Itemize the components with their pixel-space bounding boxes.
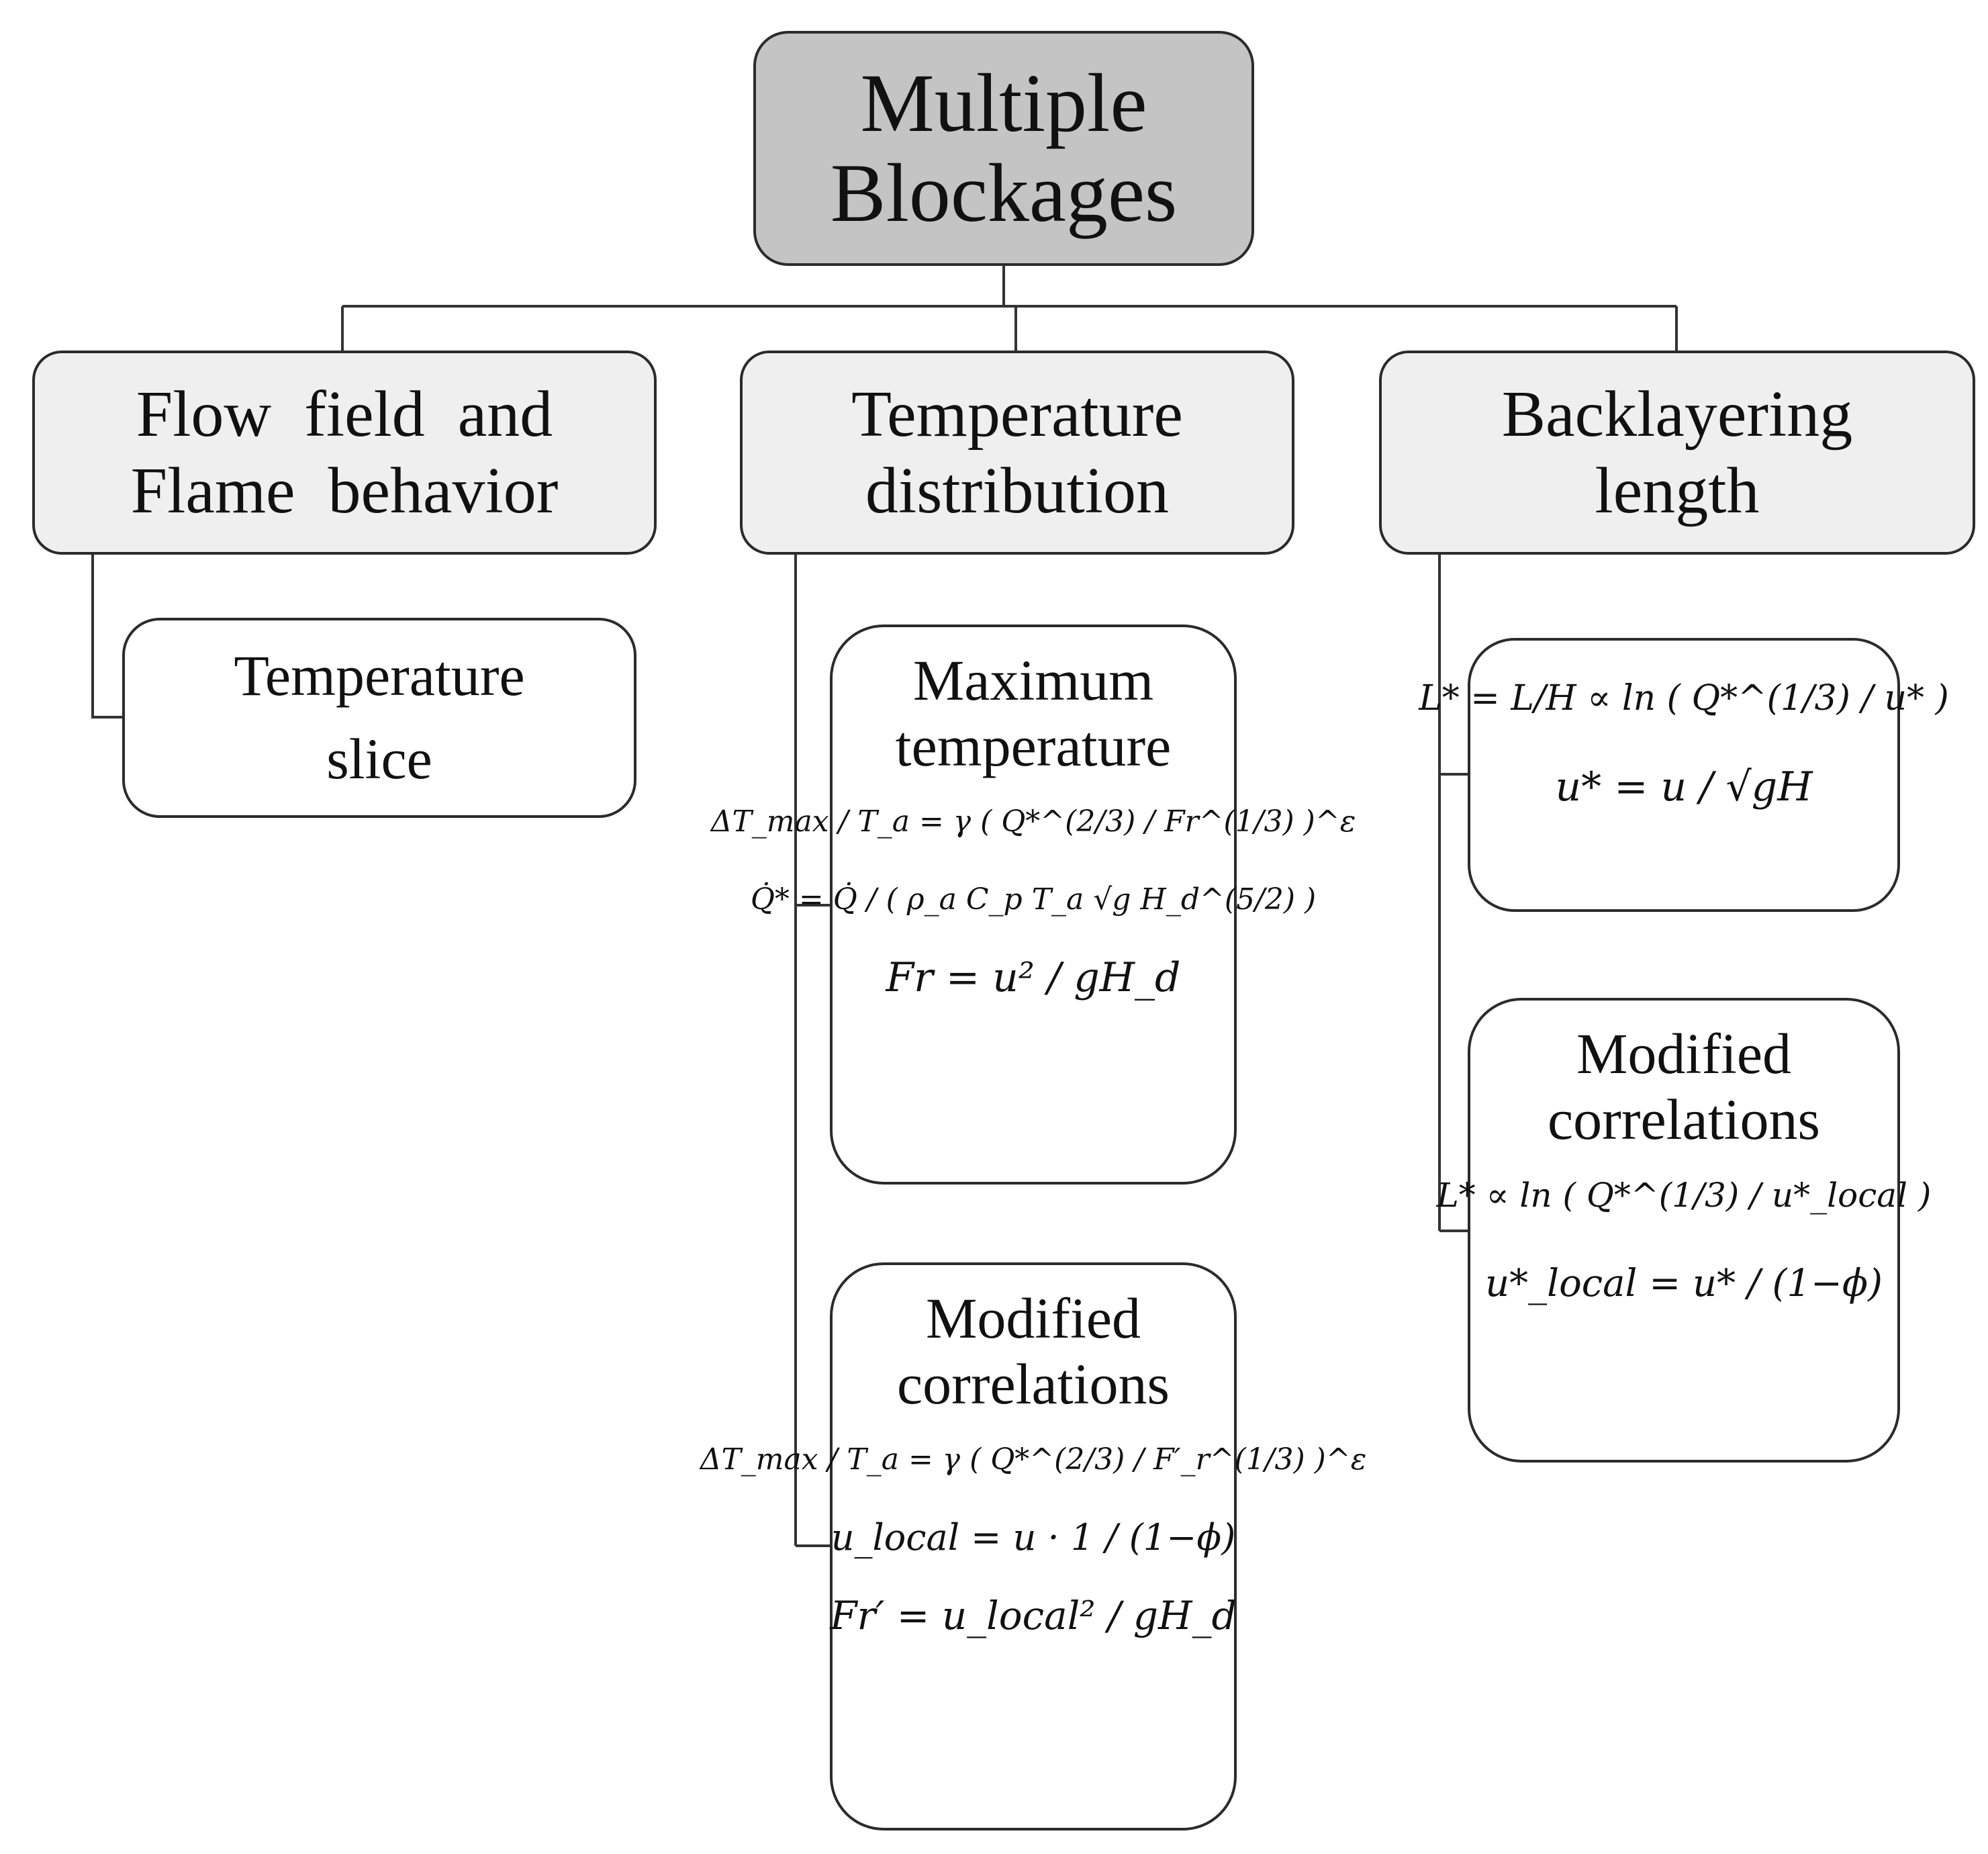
equation-modified-froude-number: Fr′ = u_local² / gH_d (830, 1593, 1237, 1638)
category-backlayering-length: Backlayering length (1379, 351, 1975, 555)
equation-local-dimensionless-velocity: u*_local = u* / (1−ϕ) (1485, 1262, 1883, 1305)
equation-list: L* ∝ ln ( Q*^(1/3) / u*_local ) u*_local… (1437, 1171, 1932, 1308)
equation-list: L* = L/H ∝ ln ( Q*^(1/3) / u* ) u* = u /… (1419, 674, 1949, 811)
category-title-line1: Backlayering (1501, 378, 1853, 451)
card-title-line1: Modified (1576, 1021, 1792, 1086)
equation-max-temp-ratio: ΔT_max / T_a = γ ( Q*^(2/3) / Fr^(1/3) )… (710, 804, 1356, 839)
equation-dimensionless-hrr: Q̇* = Q̇ / ( ρ_a C_p T_a √g H_d^(5/2) ) (750, 882, 1317, 917)
equation-list: ΔT_max / T_a = γ ( Q*^(2/3) / F′_r^(1/3)… (700, 1436, 1367, 1640)
card-title-line1: Temperature (234, 643, 525, 708)
root-node-multiple-blockages: Multiple Blockages (753, 31, 1254, 266)
card-title-line2: temperature (895, 714, 1172, 778)
root-title-line1: Multiple (860, 57, 1147, 149)
category-title-line2: length (1595, 455, 1760, 527)
category-title-line1: Temperature (851, 378, 1183, 451)
card-title-line2: slice (326, 727, 432, 791)
category-title-line2: Flame behavior (130, 455, 559, 527)
category-flow-field: Flow field and Flame behavior (32, 351, 657, 555)
card-title-line2: correlations (1548, 1087, 1820, 1152)
equation-dimensionless-backlayering-length: L* = L/H ∝ ln ( Q*^(1/3) / u* ) (1419, 678, 1949, 719)
card-backlayering-modified-correlations: Modified correlations L* ∝ ln ( Q*^(1/3)… (1437, 998, 1931, 1463)
connector-flow-to-slice (91, 555, 122, 719)
card-title-line1: Maximum (912, 648, 1154, 712)
card-temperature-slice: Temperature slice (122, 618, 636, 818)
category-temperature-distribution: Temperature distribution (740, 351, 1294, 555)
category-title-line2: distribution (865, 455, 1169, 527)
card-temperature-modified-correlations: Modified correlations ΔT_max / T_a = γ (… (700, 1262, 1366, 1830)
card-title-line2: correlations (897, 1352, 1170, 1416)
equation-modified-backlayering-length: L* ∝ ln ( Q*^(1/3) / u*_local ) (1436, 1176, 1932, 1215)
card-backlayering-equations: L* = L/H ∝ ln ( Q*^(1/3) / u* ) u* = u /… (1419, 638, 1949, 912)
equation-dimensionless-velocity: u* = u / √gH (1555, 763, 1813, 810)
equation-modified-max-temp-ratio: ΔT_max / T_a = γ ( Q*^(2/3) / F′_r^(1/3)… (700, 1442, 1367, 1477)
card-maximum-temperature: Maximum temperature ΔT_max / T_a = γ ( Q… (711, 624, 1356, 1185)
root-title-line2: Blockages (830, 147, 1178, 239)
equation-local-velocity: u_local = u · 1 / (1−ϕ) (831, 1516, 1236, 1559)
card-title-line1: Modified (925, 1286, 1141, 1350)
equation-froude-number: Fr = u² / gH_d (886, 954, 1181, 1001)
equation-list: ΔT_max / T_a = γ ( Q*^(2/3) / Fr^(1/3) )… (711, 798, 1356, 1002)
category-title-line1: Flow field and (136, 378, 553, 451)
